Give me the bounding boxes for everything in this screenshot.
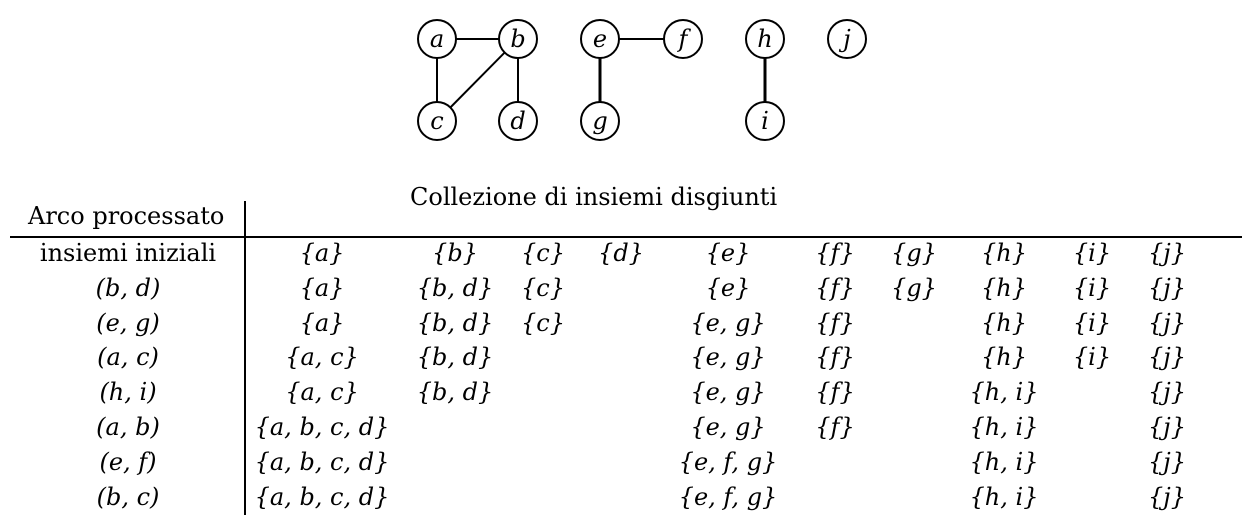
set-cell: {h, i} [969, 378, 1039, 406]
set-cell: {b, d} [416, 378, 494, 406]
row-label: (a, b) [96, 413, 160, 441]
set-cell: {e, g} [690, 343, 766, 371]
set-cell: {f} [815, 239, 855, 267]
set-cell: {h, i} [969, 413, 1039, 441]
set-cell: {f} [815, 274, 855, 302]
set-cell: {c} [521, 274, 565, 302]
set-cell: {a, c} [285, 378, 359, 406]
set-cell: {j} [1148, 239, 1186, 267]
set-cell: {e} [705, 239, 751, 267]
node-g: g [580, 101, 620, 141]
node-label: b [510, 25, 525, 53]
node-d: d [498, 101, 538, 141]
table-vertical-rule [244, 201, 246, 515]
set-cell: {i} [1072, 239, 1112, 267]
column-header-arc: Arco processato [28, 202, 225, 230]
set-cell: {i} [1072, 309, 1112, 337]
node-circle [580, 101, 620, 141]
set-cell: {j} [1148, 274, 1186, 302]
table-horizontal-rule [10, 236, 1242, 238]
set-cell: {b, d} [416, 309, 494, 337]
row-label: (b, d) [95, 274, 161, 302]
set-cell: {a, b, c, d} [254, 413, 390, 441]
set-cell: {j} [1148, 309, 1186, 337]
node-label: d [510, 107, 525, 135]
set-cell: {a, c} [285, 343, 359, 371]
set-cell: {b, d} [416, 343, 494, 371]
set-cell: {a, b, c, d} [254, 483, 390, 511]
set-cell: {e, g} [690, 309, 766, 337]
node-label: i [761, 107, 769, 135]
set-cell: {f} [815, 378, 855, 406]
set-cell: {c} [521, 239, 565, 267]
node-a: a [417, 19, 457, 59]
set-cell: {a} [299, 309, 345, 337]
set-cell: {j} [1148, 378, 1186, 406]
table-title: Collezione di insiemi disgiunti [410, 183, 778, 211]
set-cell: {b, d} [416, 274, 494, 302]
set-cell: {e, f, g} [678, 448, 778, 476]
set-cell: {i} [1072, 274, 1112, 302]
node-h: h [745, 19, 785, 59]
node-circle [580, 19, 620, 59]
set-cell: {a, b, c, d} [254, 448, 390, 476]
row-label: (h, i) [99, 378, 157, 406]
set-cell: {h, i} [969, 448, 1039, 476]
node-label: e [593, 25, 607, 53]
set-cell: {j} [1148, 343, 1186, 371]
set-cell: {f} [815, 343, 855, 371]
node-label: h [757, 25, 772, 53]
set-cell: {h} [981, 309, 1027, 337]
set-cell: {j} [1148, 483, 1186, 511]
set-cell: {e, f, g} [678, 483, 778, 511]
node-circle [663, 19, 703, 59]
set-cell: {d} [598, 239, 644, 267]
node-circle [745, 101, 785, 141]
node-circle [417, 101, 457, 141]
set-cell: {b} [432, 239, 478, 267]
node-e: e [580, 19, 620, 59]
set-cell: {g} [891, 274, 937, 302]
row-label: (b, c) [96, 483, 160, 511]
set-cell: {h} [981, 274, 1027, 302]
set-cell: {h} [981, 343, 1027, 371]
node-i: i [745, 101, 785, 141]
node-circle [498, 19, 538, 59]
node-j: j [827, 19, 867, 59]
node-f: f [663, 19, 703, 59]
set-cell: {a} [299, 274, 345, 302]
graph-diagram: a b c d e f g h i j [417, 19, 867, 141]
set-cell: {j} [1148, 448, 1186, 476]
node-circle [745, 19, 785, 59]
set-cell: {e, g} [690, 378, 766, 406]
set-cell: {h, i} [969, 483, 1039, 511]
set-cell: {f} [815, 309, 855, 337]
set-cell: {e, g} [690, 413, 766, 441]
node-label: g [592, 107, 607, 135]
set-cell: {h} [981, 239, 1027, 267]
node-c: c [417, 101, 457, 141]
row-label: (e, g) [96, 309, 160, 337]
node-circle [417, 19, 457, 59]
set-cell: {g} [891, 239, 937, 267]
set-cell: {e} [705, 274, 751, 302]
node-label: a [430, 25, 444, 53]
set-cell: {f} [815, 413, 855, 441]
set-cell: {j} [1148, 413, 1186, 441]
row-label: insiemi iniziali [39, 239, 217, 267]
node-circle [827, 19, 867, 59]
row-label: (e, f) [99, 448, 157, 476]
set-cell: {a} [299, 239, 345, 267]
node-b: b [498, 19, 538, 59]
node-label: c [430, 107, 443, 135]
node-circle [498, 101, 538, 141]
row-label: (a, c) [97, 343, 159, 371]
set-cell: {c} [521, 309, 565, 337]
set-cell: {i} [1072, 343, 1112, 371]
